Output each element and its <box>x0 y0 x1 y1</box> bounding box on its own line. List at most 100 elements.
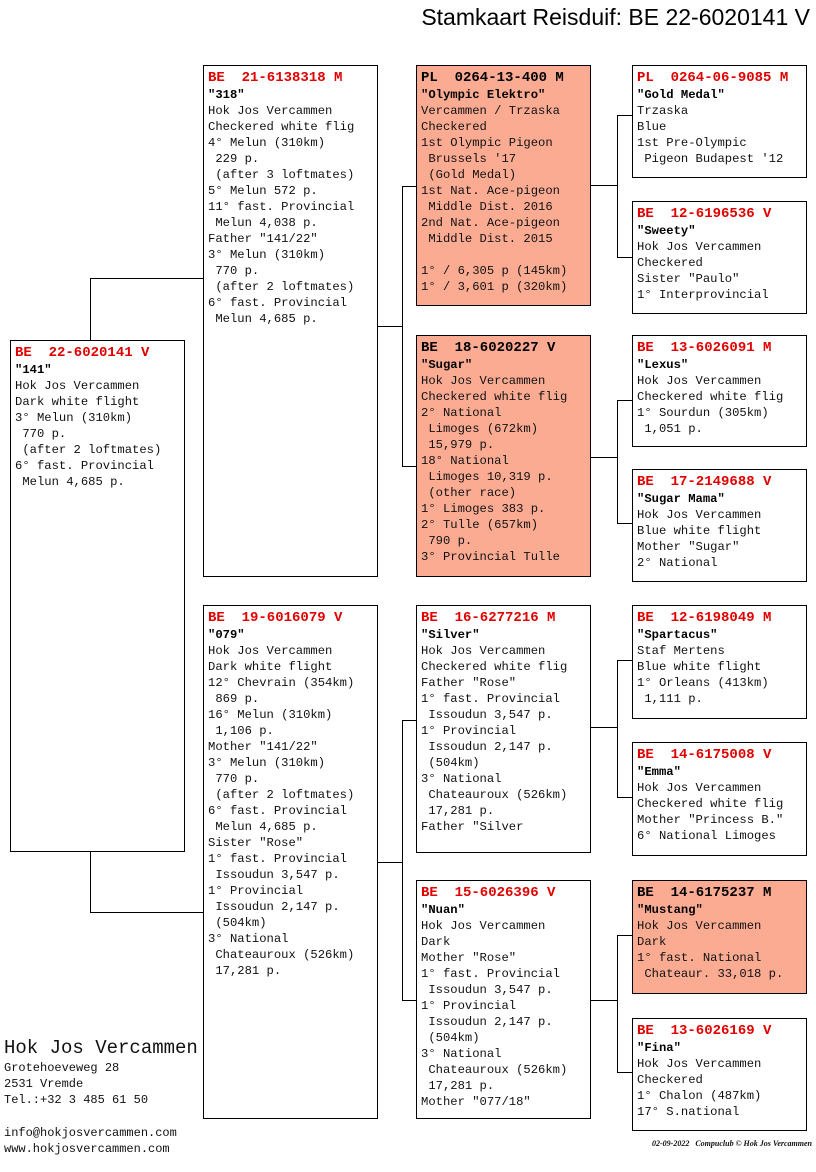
pigeon-detail-line: 869 p. <box>208 692 260 706</box>
ring-number: PL 0264-13-400 M <box>421 70 564 86</box>
pigeon-name: "141" <box>15 363 52 377</box>
pigeon-detail-line: Hok Jos Vercammen <box>421 919 546 933</box>
connector-sugar <box>590 400 632 524</box>
pigeon-detail-line: Issoudun 2,147 p. <box>208 900 340 914</box>
owner-block: Hok Jos Vercammen Grotehoeveweg 28 2531 … <box>4 1036 198 1108</box>
pigeon-detail-line: Mother "Princess B." <box>637 813 784 827</box>
pigeon-detail-line: 1° Provincial <box>421 724 517 738</box>
pigeon-detail-line: Hok Jos Vercammen <box>15 379 140 393</box>
pigeon-detail-line: Chateaur. 33,018 p. <box>637 967 784 981</box>
pigeon-detail-line: Checkered <box>637 1073 703 1087</box>
pigeon-name: "Emma" <box>637 765 681 779</box>
ring-number: BE 22-6020141 V <box>15 345 150 361</box>
pigeon-detail-line: Checkered white flig <box>421 390 568 404</box>
page-title: Stamkaart Reisduif: BE 22-6020141 V <box>421 4 810 30</box>
pigeon-detail-line: (Gold Medal) <box>421 168 517 182</box>
pigeon-detail-line: Chateauroux (526km) <box>421 1063 568 1077</box>
pigeon-detail-line: 1° fast. Provincial <box>421 967 560 981</box>
pigeon-detail-line: 1° Chalon (487km) <box>637 1089 762 1103</box>
pigeon-detail-line: (after 3 loftmates) <box>208 168 355 182</box>
pigeon-detail-line: 2° Tulle (657km) <box>421 518 539 532</box>
ring-number: BE 14-6175237 M <box>637 885 772 901</box>
ring-number: BE 21-6138318 M <box>208 70 343 86</box>
ring-number: BE 13-6026091 M <box>637 340 772 356</box>
pigeon-detail-line: Melun 4,685 p. <box>208 820 318 834</box>
pigeon-detail-line: Issoudun 3,547 p. <box>421 708 553 722</box>
pigeon-detail-line: Dark <box>637 935 667 949</box>
pigeon-detail-line: Melun 4,685 p. <box>208 312 318 326</box>
owner-website[interactable]: www.hokjosvercammen.com <box>4 1142 170 1156</box>
connector-olympic <box>590 115 632 258</box>
pigeon-detail-line: 5° Melun 572 p. <box>208 184 318 198</box>
pigeon-detail-line: Mother "Rose" <box>421 951 517 965</box>
pigeon-detail-line: 1,106 p. <box>208 724 274 738</box>
pigeon-detail-line: Melun 4,038 p. <box>208 216 318 230</box>
pigeon-detail-line: 1° Provincial <box>208 884 304 898</box>
pigeon-detail-line: Hok Jos Vercammen <box>637 374 762 388</box>
pigeon-detail-line: 12° Chevrain (354km) <box>208 676 355 690</box>
pigeon-detail-line: Hok Jos Vercammen <box>421 644 546 658</box>
pigeon-detail-line: Vercammen / Trzaska <box>421 104 560 118</box>
ring-number: BE 17-2149688 V <box>637 474 772 490</box>
pigeon-name: "Gold Medal" <box>637 88 725 102</box>
connector-silver <box>590 660 632 798</box>
ring-number: BE 16-6277216 M <box>421 610 556 626</box>
pigeon-detail-line: (504km) <box>421 1031 480 1045</box>
pigeon-detail-line: 229 p. <box>208 152 260 166</box>
pigeon-detail-line: 17,281 p. <box>208 964 282 978</box>
pigeon-detail-line: 1° Interprovincial <box>637 288 769 302</box>
pigeon-detail-line: Issoudun 3,547 p. <box>208 868 340 882</box>
pigeon-detail-line: 4° Melun (310km) <box>208 136 326 150</box>
pigeon-detail-line: Middle Dist. 2016 <box>421 200 553 214</box>
pigeon-detail-line: 1° / 6,305 p (145km) <box>421 264 568 278</box>
pigeon-detail-line: 1,111 p. <box>637 692 703 706</box>
pigeon-name: "Lexus" <box>637 358 689 372</box>
pigeon-name: "Silver" <box>421 628 480 642</box>
pigeon-card: PL 0264-13-400 M"Olympic Elektro"Vercamm… <box>416 65 591 306</box>
pigeon-detail-line: 770 p. <box>208 772 260 786</box>
pigeon-detail-line: 15,979 p. <box>421 438 495 452</box>
ring-number: BE 12-6198049 M <box>637 610 772 626</box>
pigeon-detail-line: (after 2 loftmates) <box>208 788 355 802</box>
pigeon-detail-line: 2nd Nat. Ace-pigeon <box>421 216 560 230</box>
pigeon-detail-line: Melun 4,685 p. <box>15 475 125 489</box>
pigeon-detail-line: Father "141/22" <box>208 232 318 246</box>
owner-city: 2531 Vremde <box>4 1077 84 1091</box>
pigeon-detail-line: 770 p. <box>15 427 67 441</box>
pigeon-detail-line <box>421 247 590 263</box>
pigeon-card: BE 17-2149688 V"Sugar Mama"Hok Jos Verca… <box>632 469 807 582</box>
pigeon-name: "318" <box>208 88 245 102</box>
pigeon-detail-line: 3° National <box>421 772 502 786</box>
pigeon-name: "Sugar" <box>421 358 473 372</box>
pigeon-detail-line: 6° fast. Provincial <box>208 804 347 818</box>
pigeon-detail-line: Chateauroux (526km) <box>421 788 568 802</box>
pigeon-detail-line: Checkered <box>637 256 703 270</box>
pigeon-detail-line: Issoudun 2,147 p. <box>421 740 553 754</box>
owner-phone: Tel.:+32 3 485 61 50 <box>4 1093 149 1107</box>
pigeon-name: "Spartacus" <box>637 628 718 642</box>
pigeon-detail-line: (504km) <box>421 756 480 770</box>
pigeon-detail-line: Hok Jos Vercammen <box>421 374 546 388</box>
pigeon-detail-line: Hok Jos Vercammen <box>637 919 762 933</box>
owner-email[interactable]: info@hokjosvercammen.com <box>4 1126 177 1140</box>
ring-number: BE 13-6026169 V <box>637 1023 772 1039</box>
connector-079 <box>377 720 416 1001</box>
pigeon-detail-line: Sister "Paulo" <box>637 272 740 286</box>
pigeon-detail-line: 6° fast. Provincial <box>15 459 154 473</box>
pigeon-detail-line: 3° Provincial Tulle <box>421 550 560 564</box>
pigeon-detail-line: 1° Orleans (413km) <box>637 676 769 690</box>
pigeon-detail-line: Limoges 10,319 p. <box>421 470 553 484</box>
pigeon-detail-line: 3° National <box>208 932 289 946</box>
ring-number: BE 19-6016079 V <box>208 610 343 626</box>
pigeon-detail-line: Hok Jos Vercammen <box>637 508 762 522</box>
pigeon-detail-line: 17,281 p. <box>421 1079 495 1093</box>
pigeon-detail-line: 1° fast. National <box>637 951 762 965</box>
ring-number: BE 12-6196536 V <box>637 206 772 222</box>
pigeon-detail-line: Checkered white flig <box>421 660 568 674</box>
pigeon-detail-line: Blue <box>637 120 667 134</box>
